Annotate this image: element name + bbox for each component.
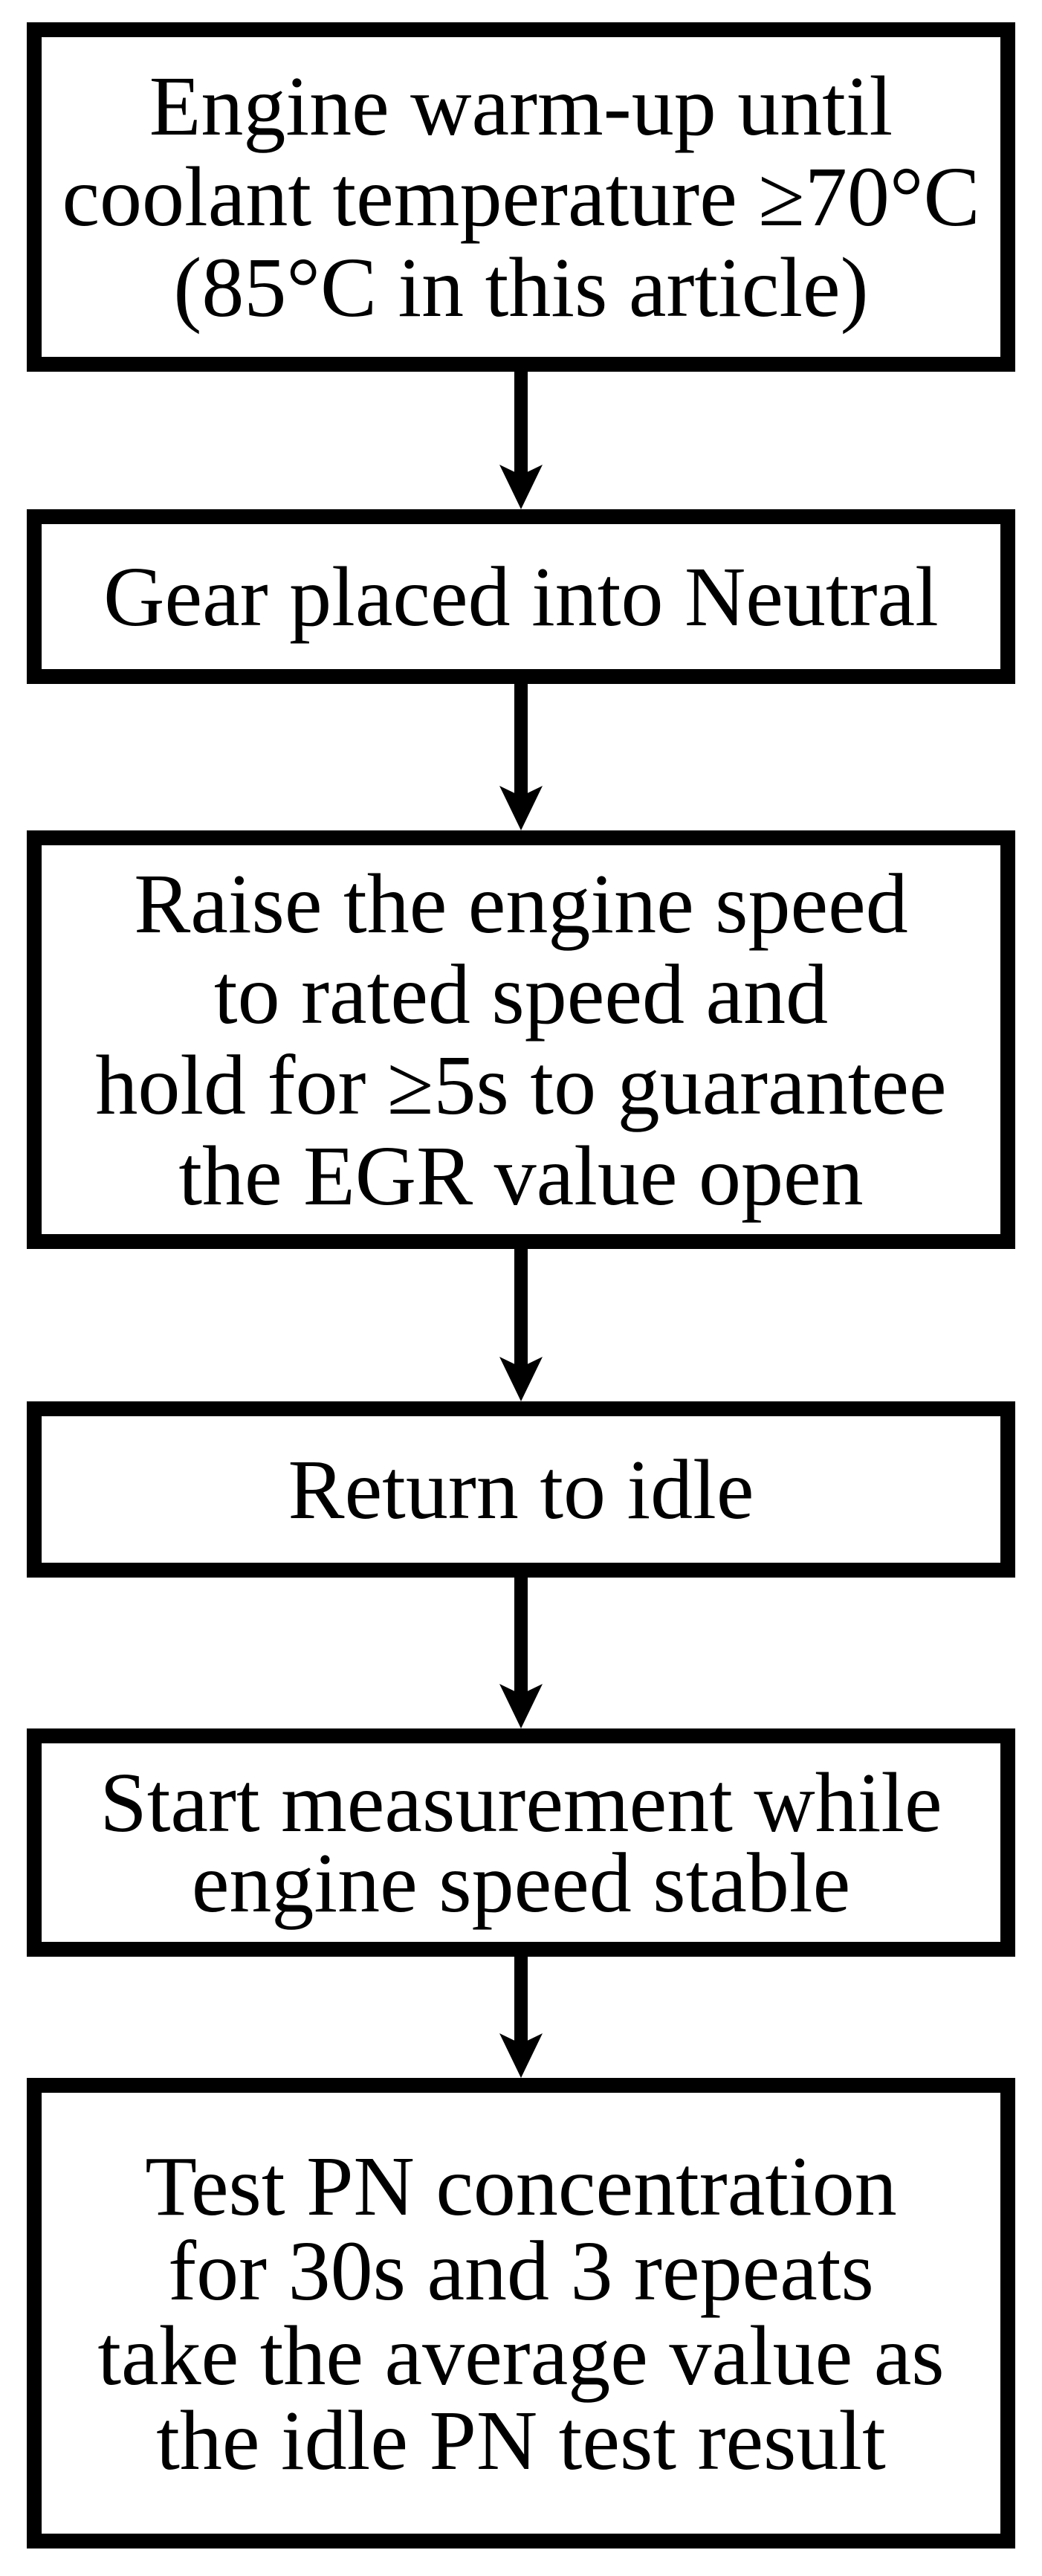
step-text-line: Start measurement while (100, 1755, 942, 1850)
step-text-line: take the average value as (97, 2308, 945, 2403)
down-arrow-icon (499, 372, 543, 509)
step-text-line: Test PN concentration (145, 2138, 897, 2233)
step-text-line: Gear placed into Neutral (103, 549, 939, 644)
flow-step-engine-warmup: Engine warm-up until coolant temperature… (27, 22, 1015, 372)
flow-step-raise-engine-speed: Raise the engine speed to rated speed an… (27, 830, 1015, 1249)
flow-step-gear-neutral: Gear placed into Neutral (27, 509, 1015, 684)
step-text-line: for 30s and 3 repeats (168, 2223, 874, 2318)
flow-step-start-measurement: Start measurement while engine speed sta… (27, 1728, 1015, 1957)
down-arrow-icon (499, 684, 543, 830)
step-text-line: Return to idle (288, 1442, 754, 1537)
down-arrow-icon (499, 1578, 543, 1728)
down-arrow-icon (499, 1249, 543, 1401)
step-text-line: the EGR value open (178, 1128, 864, 1223)
flow-step-test-pn-concentration: Test PN concentration for 30s and 3 repe… (27, 2078, 1015, 2548)
down-arrow-icon (499, 1957, 543, 2078)
step-text-line: engine speed stable (191, 1835, 851, 1930)
step-text-line: to rated speed and (213, 946, 829, 1042)
step-text-line: hold for ≥5s to guarantee (95, 1037, 947, 1132)
step-text-line: the idle PN test result (156, 2392, 886, 2488)
flow-step-return-to-idle: Return to idle (27, 1401, 1015, 1578)
step-text-line: coolant temperature ≥70°C (62, 149, 980, 244)
step-text-line: Raise the engine speed (134, 856, 908, 951)
step-text-line: Engine warm-up until (149, 59, 893, 153)
step-text-line: (85°C in this article) (173, 240, 869, 335)
